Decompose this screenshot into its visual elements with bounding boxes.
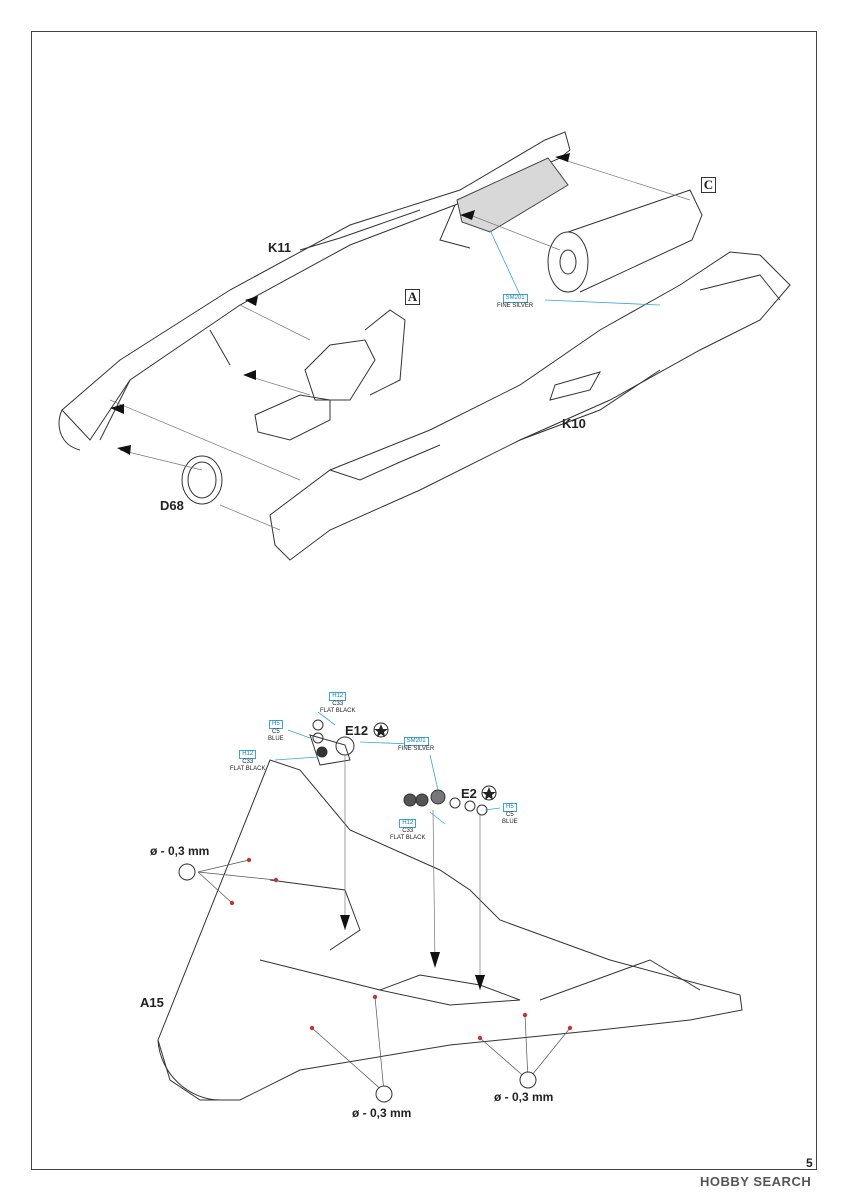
drill-label-bottom: ø - 0,3 mm	[352, 1106, 412, 1120]
fuselage-k10-drawing	[269, 251, 791, 561]
subassembly-a-box: A	[405, 289, 420, 305]
label-d68: D68	[160, 498, 184, 513]
paint-callout-2: H5 C5 BLUE	[268, 720, 284, 742]
paint-callout-6: H12 C33 FLAT BLACK	[390, 819, 426, 841]
cockpit-a-drawing	[254, 309, 406, 441]
wing-a15-drawing	[157, 759, 743, 1101]
label-a15: A15	[140, 995, 164, 1010]
label-k10: K10	[562, 416, 586, 431]
ring-d68-drawing	[181, 455, 223, 505]
subassembly-c-box: C	[701, 177, 716, 193]
drill-leaders	[197, 859, 571, 1093]
arrows-upper	[110, 153, 570, 455]
page-frame	[31, 31, 817, 1170]
paint-callout-5: H5 C5 BLUE	[502, 803, 518, 825]
star-icons	[373, 722, 497, 801]
paint-code: SM201	[502, 294, 528, 303]
watermark: HOBBY SEARCH	[700, 1174, 812, 1189]
paint-callout-4: H12 C33 FLAT BLACK	[230, 750, 266, 772]
label-e12: E12	[345, 723, 369, 738]
paint-callout-fine-silver: SM201 FINE SILVER	[497, 294, 533, 310]
upper-guide-lines	[109, 157, 691, 531]
page-number: 5	[806, 1156, 813, 1170]
arrows-lower	[340, 915, 485, 990]
label-k11: K11	[268, 240, 292, 255]
lower-guide-lines	[344, 755, 481, 990]
drill-icons	[178, 863, 537, 1103]
drill-marks	[229, 857, 573, 1041]
drill-label-left: ø - 0,3 mm	[150, 844, 210, 858]
panel-e2-drawing	[403, 789, 488, 816]
paint-callout-1: H12 C33 FLAT BLACK	[320, 692, 356, 714]
callout-lines-lower	[274, 711, 501, 825]
label-e2: E2	[461, 786, 477, 801]
drill-label-right: ø - 0,3 mm	[494, 1090, 554, 1104]
paint-name: FINE SILVER	[497, 303, 534, 309]
fuselage-k11-drawing	[58, 131, 571, 451]
exhaust-c-drawing	[547, 189, 703, 293]
silver-panel	[456, 157, 569, 233]
callout-lines-upper	[489, 229, 661, 306]
paint-callout-3: SM201 FINE SILVER	[398, 737, 435, 752]
